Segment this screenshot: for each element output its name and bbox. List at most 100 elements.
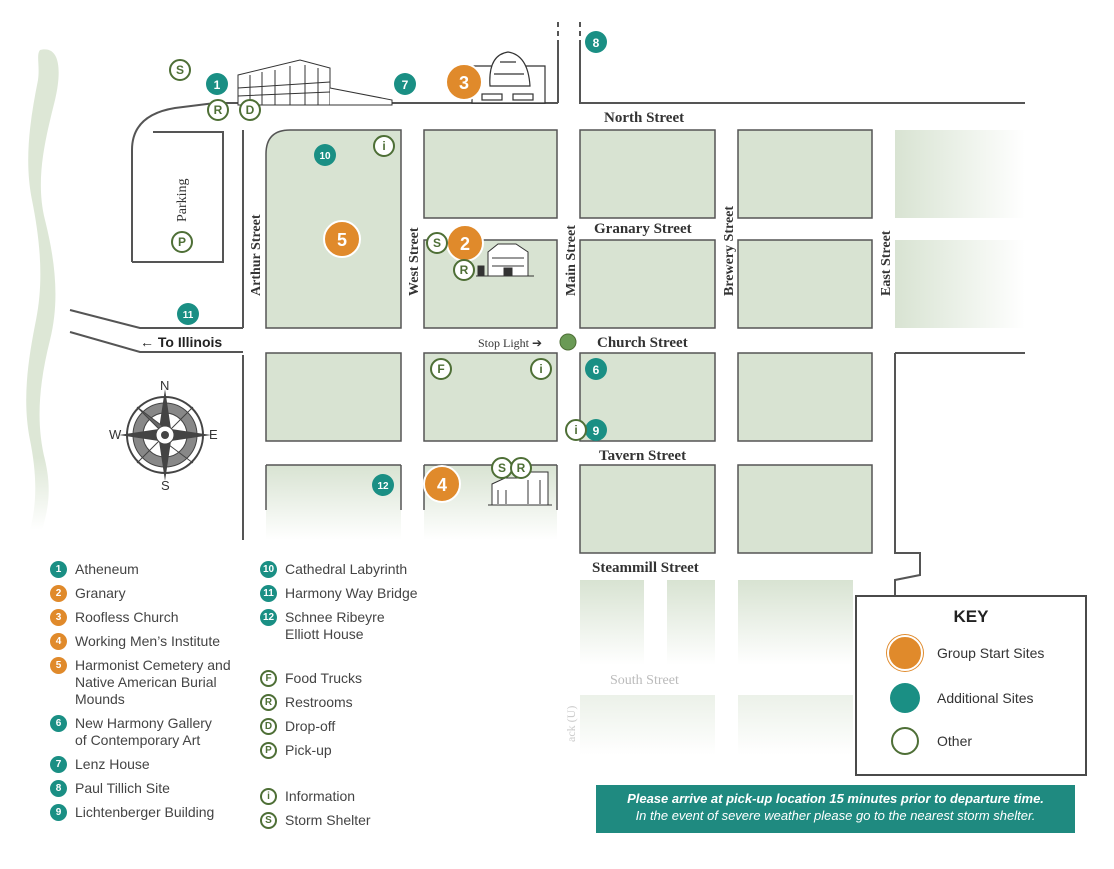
legend-label: Granary [75, 585, 126, 601]
legend-label: Roofless Church [75, 609, 179, 625]
marker-3-roofless-church[interactable]: 3 [445, 63, 483, 101]
block [579, 129, 716, 219]
orange-marker-icon: 5 [50, 657, 67, 674]
storm-shelter-marker[interactable]: S [426, 232, 448, 254]
information-marker[interactable]: i [373, 135, 395, 157]
other-markers: S R D P i S R F i i S R [169, 59, 587, 479]
marker-12-schnee-ribeyre-elliott-house[interactable]: 12 [372, 474, 394, 496]
restroom-marker[interactable]: R [207, 99, 229, 121]
block [737, 464, 873, 554]
key-row-group-start: Group Start Sites [887, 635, 1044, 671]
svg-text:1: 1 [214, 78, 221, 92]
food-trucks-marker[interactable]: F [430, 358, 452, 380]
east-street-label: East Street [879, 230, 894, 296]
granary-street-label: Granary Street [594, 221, 692, 237]
key-title: KEY [953, 607, 989, 626]
marker-4-working-mens-institute[interactable]: 4 [423, 465, 461, 503]
information-icon: i [260, 788, 277, 805]
main-street-label: Main Street [564, 225, 579, 296]
svg-text:i: i [539, 362, 542, 376]
legend-label: Storm Shelter [285, 812, 371, 828]
restroom-marker[interactable]: R [510, 457, 532, 479]
key-label: Group Start Sites [937, 645, 1045, 661]
storm-shelter-icon: S [260, 812, 277, 829]
tavern-street-label: Tavern Street [599, 448, 686, 464]
teal-circle-icon [890, 683, 920, 713]
marker-2-granary[interactable]: 2 [446, 224, 484, 262]
legend-label: Lichtenberger Building [75, 804, 215, 820]
information-marker[interactable]: i [530, 358, 552, 380]
storm-shelter-marker[interactable]: S [491, 457, 513, 479]
block [667, 580, 715, 665]
key-label: Additional Sites [937, 690, 1034, 706]
key-row-other: Other [887, 727, 972, 755]
roofless-church-icon [471, 51, 546, 104]
svg-text:S: S [176, 63, 184, 77]
drop-off-icon: D [260, 718, 277, 735]
pick-up-marker[interactable]: P [171, 231, 193, 253]
partial-road-label: ack (U) [564, 706, 578, 742]
marker-7-lenz-house[interactable]: 7 [394, 73, 416, 95]
teal-marker-icon: 1 [50, 561, 67, 578]
legend-label: Information [285, 788, 356, 804]
svg-text:i: i [574, 423, 577, 437]
legend-item-roofless-church: 3 Roofless Church [50, 609, 250, 626]
teal-marker-icon: 9 [50, 804, 67, 821]
north-street-label: North Street [604, 110, 684, 126]
block [737, 352, 873, 442]
storm-shelter-marker[interactable]: S [169, 59, 191, 81]
legend-label: Schnee Ribeyre Elliott House [285, 609, 385, 642]
atheneum-building-icon [237, 59, 393, 106]
svg-text:8: 8 [593, 36, 600, 50]
svg-text:P: P [178, 235, 186, 249]
marker-8-paul-tillich-site[interactable]: 8 [585, 31, 607, 53]
block [737, 239, 873, 329]
svg-text:i: i [382, 139, 385, 153]
svg-text:7: 7 [402, 78, 409, 92]
svg-text:R: R [460, 263, 469, 277]
compass-e: E [209, 427, 218, 442]
map-key: KEY Group Start Sites Additional Sites O… [855, 595, 1087, 776]
church-street-label: Church Street [597, 335, 688, 351]
orange-marker-icon: 3 [50, 609, 67, 626]
legend-item-granary: 2 Granary [50, 585, 250, 602]
marker-9-lichtenberger-building[interactable]: 9 [585, 419, 607, 441]
svg-text:6: 6 [593, 363, 600, 377]
group-start-markers: 3 5 2 4 [323, 63, 484, 503]
svg-text:R: R [214, 103, 223, 117]
legend-label: Harmonist Cemetery and Native American B… [75, 657, 231, 707]
marker-10-cathedral-labyrinth[interactable]: 10 [314, 144, 336, 166]
marker-1-atheneum[interactable]: 1 [206, 73, 228, 95]
legend-item-storm-shelter: S Storm Shelter [260, 812, 460, 829]
legend-label: Restrooms [285, 694, 353, 710]
legend-label: New Harmony Gallery of Contemporary Art [75, 715, 212, 748]
marker-5-harmonist-cemetery[interactable]: 5 [323, 220, 361, 258]
legend-item-harmonist-cemetery: 5 Harmonist Cemetery and Native American … [50, 657, 250, 708]
marker-11-harmony-way-bridge[interactable]: 11 [177, 303, 199, 325]
teal-marker-icon: 7 [50, 756, 67, 773]
block [738, 580, 853, 665]
block [579, 464, 716, 554]
restroom-marker[interactable]: R [453, 259, 475, 281]
svg-text:3: 3 [459, 73, 469, 93]
marker-6-gallery[interactable]: 6 [585, 358, 607, 380]
west-street-label: West Street [407, 227, 422, 296]
to-illinois-label: ← To Illinois [140, 334, 222, 350]
orange-marker-icon: 2 [50, 585, 67, 602]
food-trucks-icon: F [260, 670, 277, 687]
dashed-roads [557, 22, 581, 42]
information-marker[interactable]: i [565, 419, 587, 441]
legend-label: Pick-up [285, 742, 332, 758]
south-street-label: South Street [610, 673, 679, 688]
legend-label: Working Men’s Institute [75, 633, 220, 649]
drop-off-marker[interactable]: D [239, 99, 261, 121]
